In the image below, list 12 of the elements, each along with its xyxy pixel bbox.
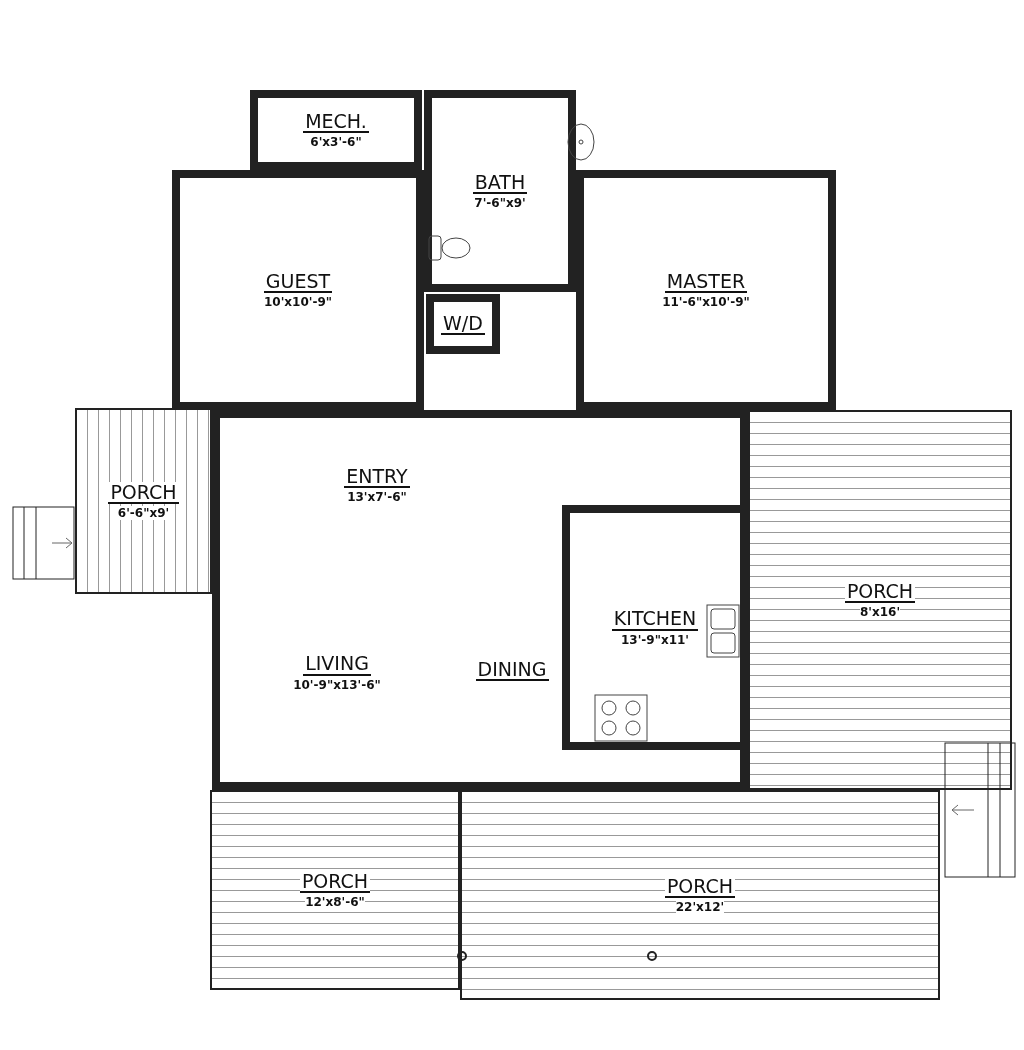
porch-deck: [210, 790, 460, 990]
room-dimensions: 22'x12': [675, 900, 725, 915]
room-name: LIVING: [303, 653, 371, 676]
room-dimensions: 13'-9"x11': [620, 632, 690, 647]
porch-deck: [460, 790, 940, 1000]
porch-deck: [748, 410, 1012, 790]
room-dimensions: 6'-6"x9': [117, 506, 170, 521]
room-name: KITCHEN: [611, 608, 699, 631]
room-name: PORCH: [108, 481, 179, 505]
room-outline: [250, 90, 422, 170]
room-outline: [426, 294, 500, 354]
porch-deck: [75, 408, 212, 594]
